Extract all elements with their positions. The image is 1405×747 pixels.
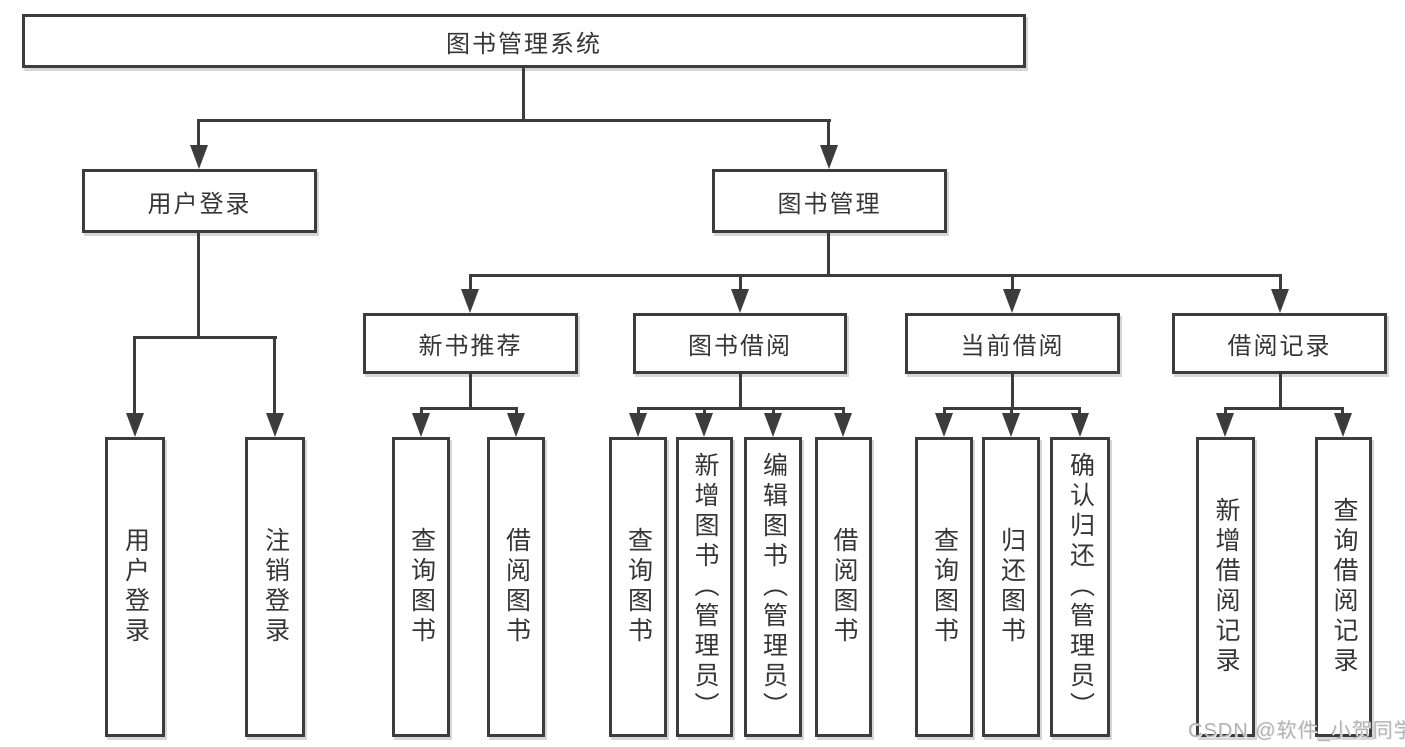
connector-line xyxy=(1224,407,1344,410)
node-label: 查询借阅记录 xyxy=(1330,497,1358,677)
node-label: 确认归还（管理员） xyxy=(1066,452,1095,722)
arrowhead-icon xyxy=(126,413,144,437)
arrowhead-icon xyxy=(461,289,479,313)
arrowhead-icon xyxy=(629,413,647,437)
connector-line xyxy=(273,336,276,414)
node-label: 当前借阅 xyxy=(960,333,1065,360)
connector-line xyxy=(469,274,1281,277)
arrowhead-icon xyxy=(834,413,852,437)
leaf-cb-return-books: 归还图书 xyxy=(982,437,1040,737)
connector-line xyxy=(827,119,830,147)
arrowhead-icon xyxy=(1071,413,1089,437)
node-label: 新增借阅记录 xyxy=(1212,497,1240,677)
connector-line xyxy=(943,407,946,415)
arrowhead-icon xyxy=(935,413,953,437)
node-label: 图书管理 xyxy=(777,190,882,218)
node-borrowing-records: 借阅记录 xyxy=(1172,313,1387,374)
connector-line xyxy=(703,407,706,415)
connector-line xyxy=(637,407,640,415)
connector-line xyxy=(827,233,830,274)
watermark: CSDN @软件_小贺同学 xyxy=(1188,720,1405,742)
arrowhead-icon xyxy=(190,145,208,169)
node-label: 查询图书 xyxy=(930,527,959,647)
connector-line xyxy=(515,407,518,415)
connector-line xyxy=(842,407,845,415)
connector-line xyxy=(469,374,472,407)
leaf-bb-add-books-admin: 新增图书（管理员） xyxy=(676,437,733,737)
node-library-system: 图书管理系统 xyxy=(22,14,1026,68)
arrowhead-icon xyxy=(764,413,782,437)
connector-line xyxy=(522,68,525,119)
arrowhead-icon xyxy=(1003,289,1021,313)
node-label: 查询图书 xyxy=(624,527,653,647)
connector-line xyxy=(637,407,844,410)
leaf-cb-confirm-return-admin: 确认归还（管理员） xyxy=(1050,437,1110,737)
arrowhead-icon xyxy=(1334,413,1352,437)
node-label: 注销登录 xyxy=(261,527,290,647)
node-label: 新书推荐 xyxy=(418,333,523,360)
arrowhead-icon xyxy=(820,145,838,169)
connector-line xyxy=(197,119,831,122)
connector-line xyxy=(133,336,136,414)
leaf-nb-query-books: 查询图书 xyxy=(392,437,450,737)
node-new-book-recommend: 新书推荐 xyxy=(363,313,578,374)
node-label: 用户登录 xyxy=(121,527,150,647)
leaf-nb-borrow-books: 借阅图书 xyxy=(487,437,545,737)
leaf-user-login: 用户登录 xyxy=(105,437,165,737)
node-book-management: 图书管理 xyxy=(712,169,947,233)
node-label: 借阅图书 xyxy=(830,527,858,647)
connector-line xyxy=(1011,274,1014,291)
node-label: 查询图书 xyxy=(407,527,436,647)
arrowhead-icon xyxy=(1002,413,1020,437)
node-current-borrowing: 当前借阅 xyxy=(905,313,1120,374)
leaf-br-add-record: 新增借阅记录 xyxy=(1196,437,1255,737)
leaf-logout: 注销登录 xyxy=(245,437,305,737)
arrowhead-icon xyxy=(412,413,430,437)
node-label: 用户登录 xyxy=(147,190,252,218)
arrowhead-icon xyxy=(507,413,525,437)
connector-line xyxy=(133,336,277,339)
connector-line xyxy=(739,274,742,291)
connector-line xyxy=(772,407,775,415)
connector-line xyxy=(1279,274,1282,291)
connector-line xyxy=(420,407,517,410)
connector-line xyxy=(1078,407,1081,415)
node-label: 借阅记录 xyxy=(1227,333,1332,360)
node-user-login: 用户登录 xyxy=(82,169,317,233)
connector-line xyxy=(420,407,423,415)
connector-line xyxy=(1341,407,1344,415)
node-label: 图书借阅 xyxy=(688,333,792,360)
arrowhead-icon xyxy=(266,413,284,437)
leaf-bb-edit-books-admin: 编辑图书（管理员） xyxy=(744,437,802,737)
leaf-br-query-record: 查询借阅记录 xyxy=(1315,437,1372,737)
connector-line xyxy=(1010,407,1013,415)
arrowhead-icon xyxy=(1216,413,1234,437)
node-label: 归还图书 xyxy=(997,527,1026,647)
node-label: 编辑图书（管理员） xyxy=(759,452,788,722)
connector-line xyxy=(1279,374,1282,407)
node-label: 新增图书（管理员） xyxy=(691,452,719,722)
node-label: 借阅图书 xyxy=(502,527,531,647)
leaf-bb-query-books: 查询图书 xyxy=(609,437,667,737)
connector-line xyxy=(197,233,200,336)
leaf-cb-query-books: 查询图书 xyxy=(915,437,973,737)
node-label: 图书管理系统 xyxy=(446,30,602,58)
connector-line xyxy=(469,274,472,291)
arrowhead-icon xyxy=(731,289,749,313)
arrowhead-icon xyxy=(695,413,713,437)
connector-line xyxy=(197,119,200,147)
connector-line xyxy=(1224,407,1227,415)
leaf-bb-borrow-books: 借阅图书 xyxy=(815,437,872,737)
connector-line xyxy=(739,374,742,407)
node-book-borrowing: 图书借阅 xyxy=(633,313,847,374)
arrowhead-icon xyxy=(1271,289,1289,313)
connector-line xyxy=(1011,374,1014,407)
